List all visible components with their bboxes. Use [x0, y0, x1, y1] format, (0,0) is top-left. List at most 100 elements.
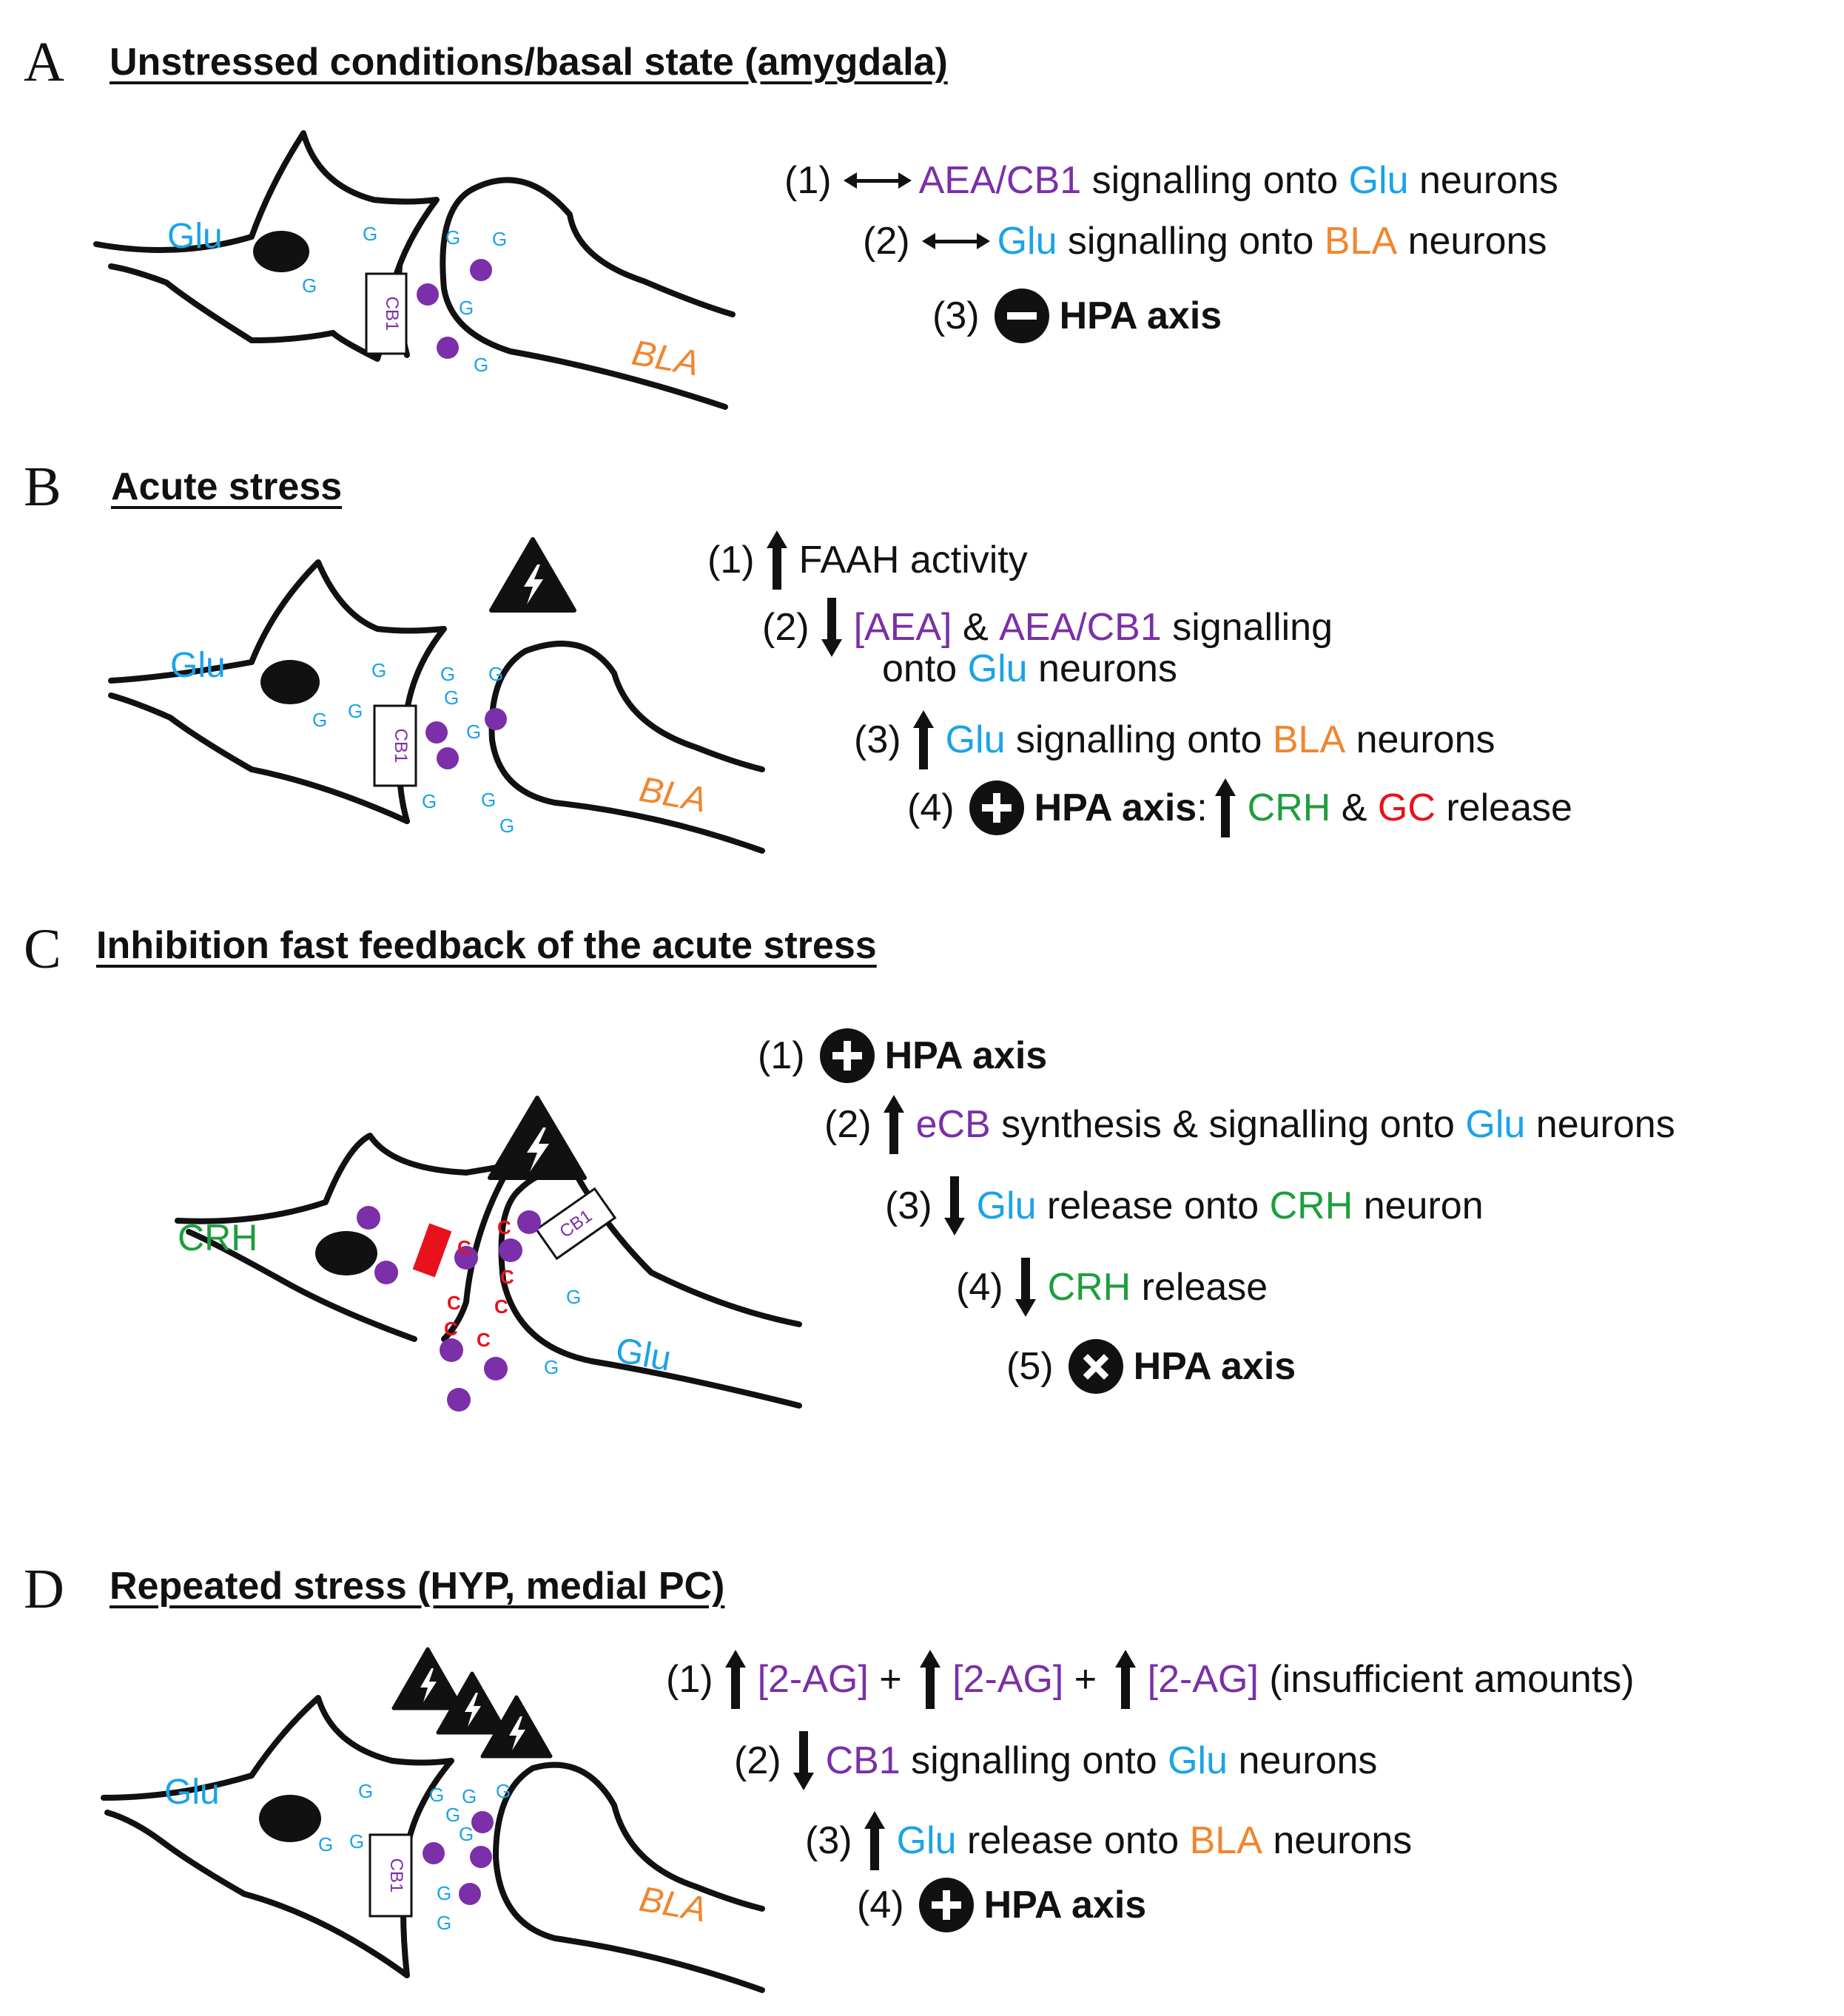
- double-arrow-icon: [921, 230, 990, 252]
- step-c2: (2) eCB synthesis & signalling onto Glu …: [824, 1095, 1675, 1154]
- step-text: neuron: [1353, 1184, 1484, 1227]
- step-c3: (3) Glu release onto CRH neuron: [885, 1176, 1484, 1235]
- step-term: CRH: [1247, 786, 1331, 829]
- up-arrow-icon: [864, 1811, 885, 1870]
- glutamate-vesicle: G: [466, 721, 481, 743]
- step-text: signalling onto: [1057, 220, 1325, 263]
- step-term: HPA axis: [1059, 294, 1222, 337]
- lightning-warning-icon: [488, 1096, 587, 1180]
- glutamate-vesicle: G: [481, 789, 496, 811]
- step-number: (4): [907, 786, 955, 829]
- lightning-warning-icon: [436, 1671, 508, 1735]
- synapse-diagram: CB1 G G G G G G G G G G Glu BLA: [108, 559, 765, 854]
- step-term: [2-AG]: [757, 1658, 869, 1701]
- glutamate-vesicle: G: [437, 1912, 451, 1934]
- step-number: (1): [707, 539, 755, 581]
- step-d3: (3) Glu release onto BLA neurons: [805, 1811, 1412, 1870]
- plus-circle-icon: [819, 1028, 875, 1083]
- glutamate-vesicle: G: [363, 223, 377, 245]
- step-text: &: [1330, 786, 1378, 829]
- step-number: (2): [762, 606, 810, 649]
- step-term: HPA axis: [884, 1034, 1048, 1077]
- synapse-diagram: CB1 C C C C C C C G G CRH Glu: [175, 1133, 802, 1412]
- panel-letter: B: [24, 456, 61, 518]
- step-text: release: [1435, 786, 1572, 829]
- up-arrow-icon: [766, 530, 787, 590]
- step-b2-continued: onto Glu neurons: [882, 650, 1177, 688]
- step-term: Glu: [997, 220, 1057, 263]
- step-term: eCB: [915, 1103, 991, 1146]
- down-arrow-icon: [821, 598, 842, 657]
- step-number: (1): [666, 1658, 713, 1701]
- glutamate-vesicle: G: [459, 1823, 474, 1845]
- glu-neuron-label: Glu: [170, 646, 226, 685]
- step-number: (1): [784, 159, 832, 202]
- step-number: (3): [885, 1184, 932, 1227]
- step-term: Glu: [945, 718, 1006, 761]
- step-term: Glu: [896, 1819, 957, 1862]
- minus-circle-icon: [994, 289, 1049, 343]
- crh-vesicle: C: [457, 1236, 471, 1258]
- step-term: HPA axis: [983, 1884, 1147, 1926]
- step-term: Glu: [967, 647, 1028, 690]
- step-number: (3): [932, 294, 980, 337]
- panel-letter: C: [24, 918, 61, 980]
- glutamate-vesicle: G: [429, 1784, 444, 1806]
- step-term: [2-AG]: [1147, 1658, 1259, 1701]
- glutamate-vesicle: G: [499, 815, 514, 837]
- step-text: neurons: [1228, 1739, 1378, 1782]
- panel-letter: A: [24, 31, 64, 93]
- glutamate-vesicle: G: [496, 1780, 511, 1802]
- glutamate-vesicle: G: [462, 1785, 477, 1807]
- step-b3: (3) Glu signalling onto BLA neurons: [854, 710, 1495, 769]
- step-term: HPA axis: [1133, 1345, 1296, 1388]
- step-d2: (2) CB1 signalling onto Glu neurons: [734, 1731, 1377, 1790]
- glutamate-vesicle: G: [445, 226, 460, 249]
- times-circle-icon: [1068, 1339, 1123, 1394]
- step-c1: (1) HPA axis: [758, 1028, 1047, 1083]
- glutamate-vesicle: G: [444, 687, 459, 709]
- glu-neuron-label: Glu: [164, 1773, 220, 1812]
- step-text: synthesis & signalling onto: [990, 1103, 1466, 1146]
- step-term: CRH: [1047, 1266, 1131, 1309]
- step-number: (2): [863, 220, 910, 263]
- panel-title: Repeated stress (HYP, medial PC): [110, 1565, 725, 1608]
- step-number: (4): [857, 1884, 904, 1926]
- step-text: onto: [882, 647, 968, 690]
- step-c5: (5) HPA axis: [1006, 1339, 1296, 1394]
- glutamate-vesicle: G: [566, 1286, 581, 1308]
- glutamate-vesicle: G: [492, 228, 507, 250]
- panel-letter: D: [24, 1558, 64, 1620]
- step-text: &: [952, 606, 1000, 649]
- step-term: BLA: [1272, 718, 1346, 761]
- down-arrow-icon: [943, 1176, 965, 1235]
- step-text: release: [1131, 1266, 1268, 1309]
- double-arrow-icon: [843, 169, 912, 192]
- bla-neuron-label: BLA: [629, 334, 702, 384]
- plus-circle-icon: [918, 1878, 974, 1932]
- step-text: neurons: [1397, 220, 1547, 263]
- step-term: [2-AG]: [952, 1658, 1064, 1701]
- panel-title: Inhibition fast feedback of the acute st…: [96, 924, 877, 967]
- step-text: neurons: [1345, 718, 1495, 761]
- crh-vesicle: C: [477, 1329, 491, 1351]
- up-arrow-icon: [912, 710, 934, 769]
- up-arrow-icon: [1214, 778, 1236, 837]
- step-text: neurons: [1262, 1819, 1413, 1862]
- step-term: AEA/CB1: [999, 606, 1162, 649]
- step-number: (3): [805, 1819, 852, 1862]
- step-term: Glu: [1168, 1739, 1228, 1782]
- crh-vesicle: C: [447, 1292, 461, 1314]
- glutamate-vesicle: G: [349, 1830, 364, 1853]
- step-text: FAAH activity: [798, 539, 1028, 581]
- step-number: (2): [824, 1103, 872, 1146]
- step-term: Glu: [976, 1184, 1037, 1227]
- crh-vesicle: C: [497, 1216, 511, 1238]
- step-text: neurons: [1525, 1103, 1675, 1146]
- bla-neuron-label: BLA: [636, 770, 710, 820]
- step-number: (5): [1006, 1345, 1054, 1388]
- up-arrow-icon: [883, 1095, 904, 1154]
- glutamate-vesicle: G: [459, 297, 474, 319]
- step-d4: (4) HPA axis: [857, 1878, 1146, 1932]
- glu-neuron-label: Glu: [167, 217, 223, 256]
